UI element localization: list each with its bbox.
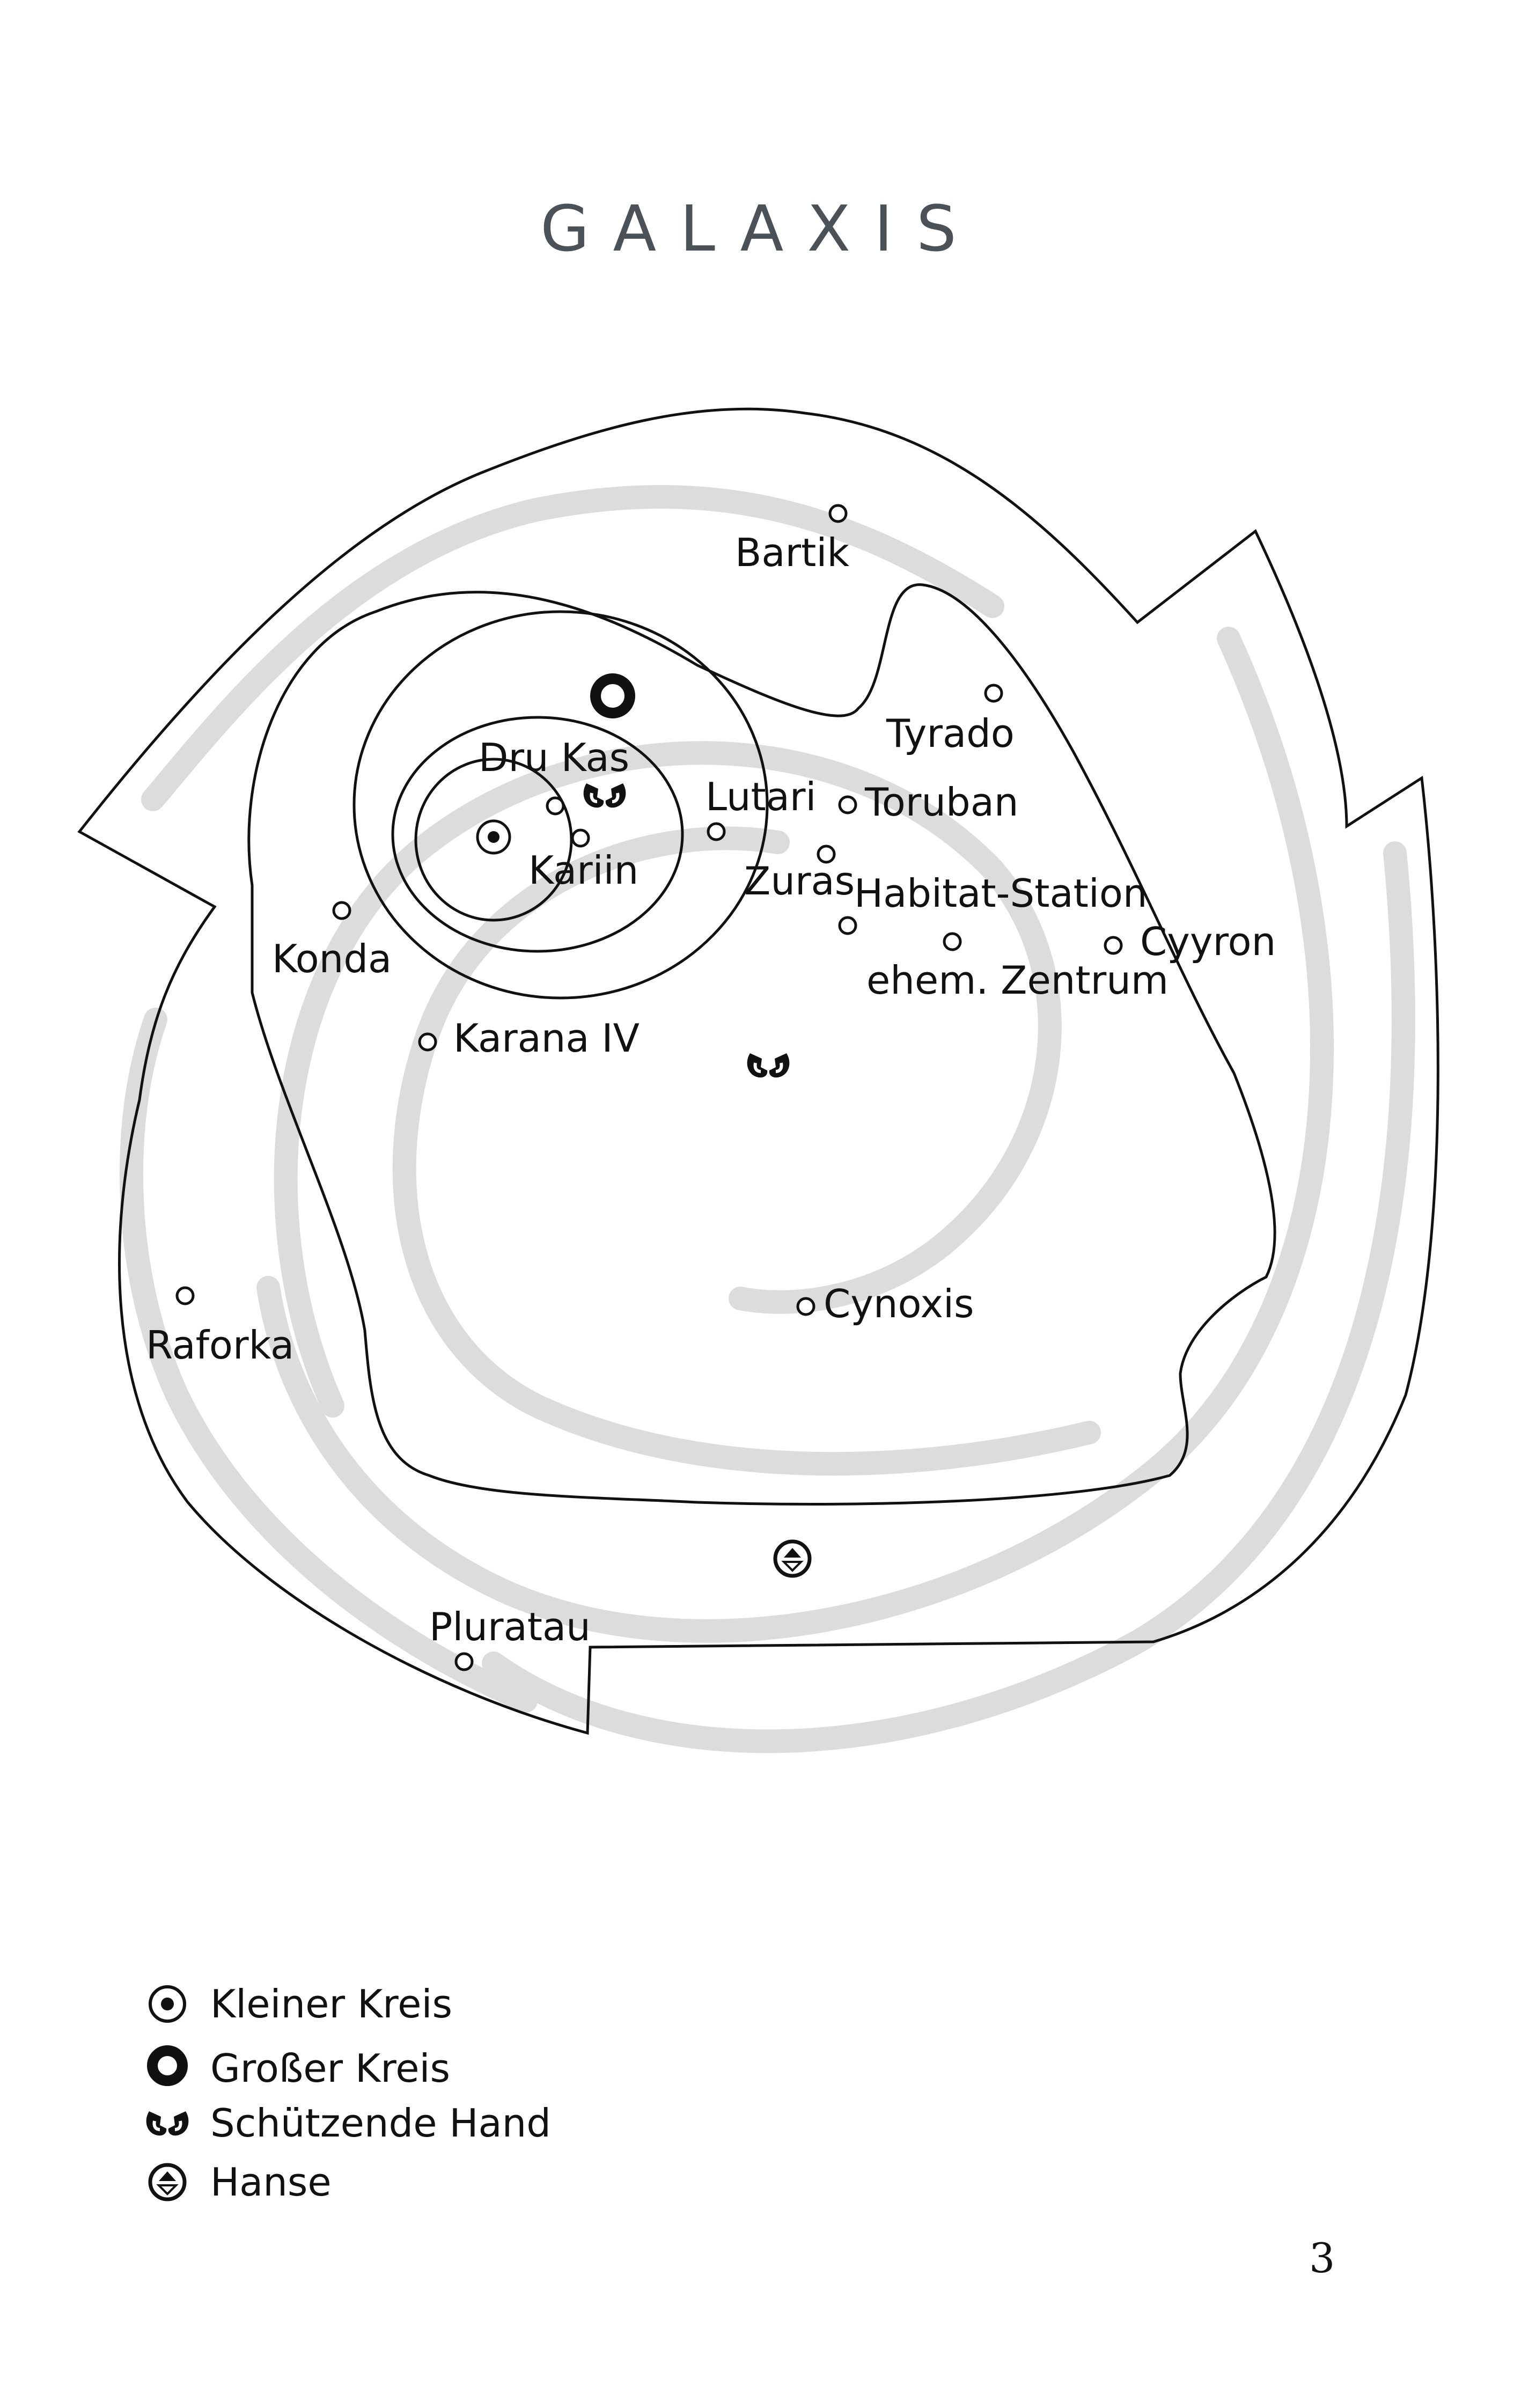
dot-cynoxis [796,1297,815,1316]
protecting-hand-marker-center [747,1053,790,1077]
large-circle-marker [590,673,635,718]
label-karana-iv: Karana IV [453,1016,640,1061]
dot-tyrado [984,684,1003,703]
large-circle-icon [147,2045,188,2086]
legend-label-protecting-hand: Schützende Hand [210,2101,551,2146]
protecting-hand-icon [146,2111,189,2135]
label-lutari: Lutari [706,774,816,819]
dot-konda [332,901,351,920]
label-raforka: Raforka [146,1323,294,1368]
location-dots [175,504,1123,1671]
hanse-icon [150,2165,185,2199]
page-number: 3 [1309,2234,1335,2282]
label-zuras: Zuras [744,858,855,904]
legend: Kleiner Kreis Großer Kreis Schützende Ha… [146,1981,551,2205]
small-circle-marker [476,819,511,855]
dot-karana-iv [418,1032,437,1052]
label-konda: Konda [272,936,392,981]
label-pluratau: Pluratau [429,1604,591,1649]
dot-zuras [817,845,836,864]
legend-label-small-circle: Kleiner Kreis [210,1981,452,2027]
dot-pluratau [454,1652,474,1671]
spiral-arms [119,485,1415,1753]
label-dru-kas: Dru Kas [479,735,629,780]
legend-label-hanse: Hanse [210,2160,332,2205]
label-tyrado: Tyrado [886,711,1015,756]
page-title: GALAXIS [540,192,980,266]
dot-cyyron [1104,936,1123,955]
label-cyyron: Cyyron [1140,919,1276,964]
dot-ehem-zentrum [943,932,962,951]
label-ehem-zentrum: ehem. Zentrum [866,958,1169,1003]
place-labels: Bartik Tyrado Dru Kas Lutari Toruban Kar… [146,530,1276,1649]
galaxy-outer-boundary [77,407,1439,1735]
dot-dru-kas [546,796,565,816]
label-toruban: Toruban [864,780,1019,825]
dot-zuras-2 [838,916,857,935]
label-kariin: Kariin [528,848,638,893]
label-cynoxis: Cynoxis [824,1281,974,1326]
dot-lutari [707,822,726,841]
dot-toruban [838,795,857,814]
label-habitat-station: Habitat-Station [854,871,1148,916]
small-circle-icon [149,1985,186,2023]
legend-label-large-circle: Großer Kreis [210,2046,450,2091]
dot-bartik [828,504,848,523]
dot-kariin [571,828,590,848]
hanse-marker [775,1541,810,1576]
protecting-hand-marker-dru-kas [584,783,626,807]
label-bartik: Bartik [735,530,849,575]
inner-territory-boundary [247,583,1276,1506]
dot-raforka [175,1286,195,1305]
